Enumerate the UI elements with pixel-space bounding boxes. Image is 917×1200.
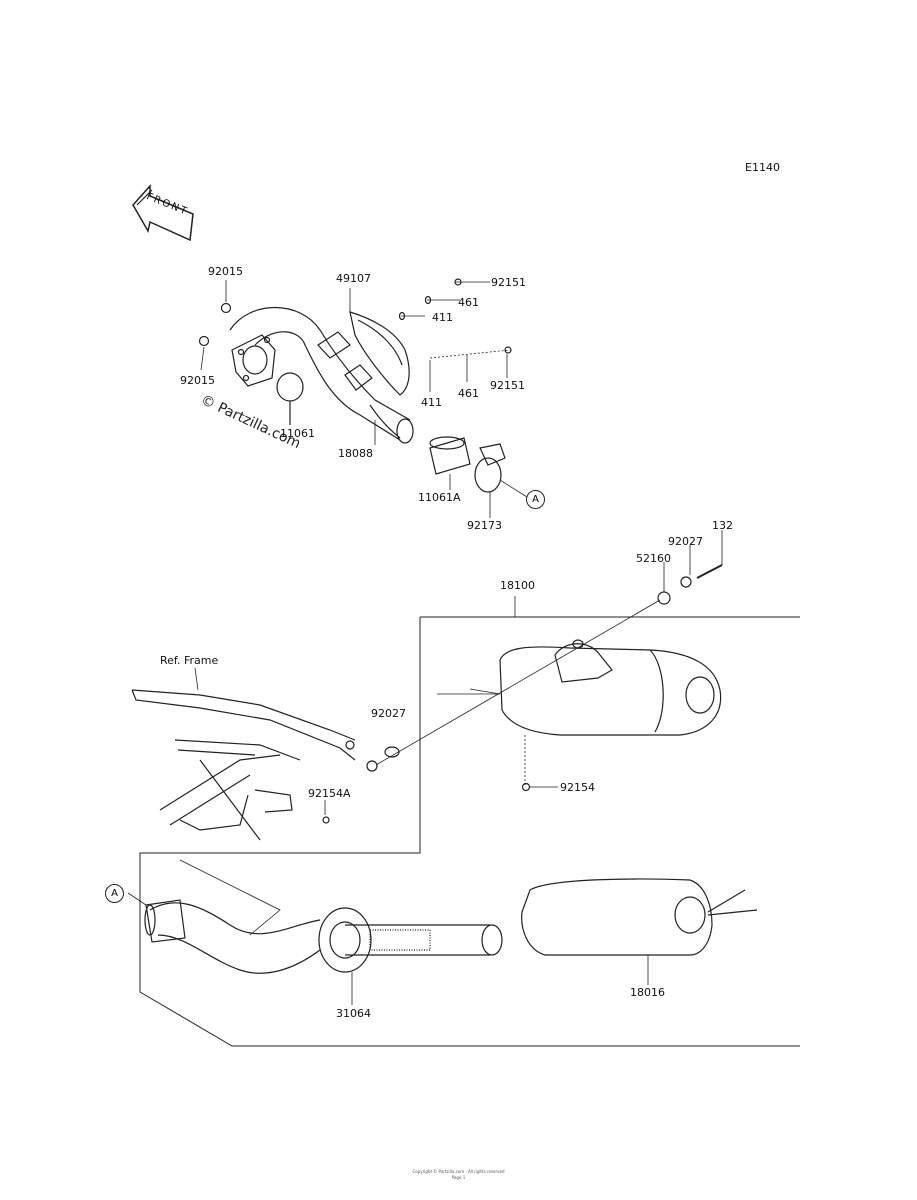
bolt-92154A[interactable] [322, 816, 330, 824]
ref-frame [131, 667, 378, 841]
footer-line-1: Copyright © Partzilla.com · All rights r… [412, 1169, 505, 1174]
callout-a-bottom: A [105, 884, 124, 903]
label-92027-top[interactable]: 92027 [668, 535, 703, 548]
front-arrow-icon [132, 184, 194, 242]
gasket-11061[interactable] [276, 372, 304, 402]
clamp-92173[interactable] [474, 443, 506, 493]
label-52160[interactable]: 52160 [636, 552, 671, 565]
heat-guard-49107[interactable] [349, 311, 410, 396]
muffler-18100[interactable] [437, 639, 722, 736]
exhaust-flange[interactable] [231, 334, 276, 387]
nut-92015-left[interactable] [198, 335, 210, 347]
label-18016[interactable]: 18016 [630, 986, 665, 999]
label-49107[interactable]: 49107 [336, 272, 371, 285]
callout-a-top: A [526, 490, 545, 509]
label-411-top[interactable]: 411 [432, 311, 453, 324]
label-92173[interactable]: 92173 [467, 519, 502, 532]
tail-pipe-31064[interactable] [144, 899, 503, 974]
footer-line-2: Page 1 [451, 1175, 466, 1180]
label-11061A[interactable]: 11061A [418, 491, 461, 504]
label-ref-frame: Ref. Frame [160, 654, 219, 667]
label-18088[interactable]: 18088 [338, 447, 373, 460]
label-132[interactable]: 132 [712, 519, 733, 532]
label-92151-bottom[interactable]: 92151 [490, 379, 525, 392]
label-31064[interactable]: 31064 [336, 1007, 371, 1020]
label-92015-top[interactable]: 92015 [208, 265, 243, 278]
label-92015-left[interactable]: 92015 [180, 374, 215, 387]
bolt-132[interactable] [680, 564, 723, 588]
connector-11061A[interactable] [429, 436, 471, 475]
label-11061[interactable]: 11061 [280, 427, 315, 440]
label-92027-lower[interactable]: 92027 [371, 707, 406, 720]
nut-92015-top[interactable] [220, 302, 232, 314]
diagram-code: E1140 [745, 161, 780, 174]
washer-92027-lower[interactable] [384, 746, 400, 758]
collar-52160[interactable] [657, 591, 671, 605]
silencer-cover-18016[interactable] [521, 878, 758, 956]
label-92154A[interactable]: 92154A [308, 787, 351, 800]
label-18100[interactable]: 18100 [500, 579, 535, 592]
label-92154[interactable]: 92154 [560, 781, 595, 794]
label-461-top[interactable]: 461 [458, 296, 479, 309]
label-461-bottom[interactable]: 461 [458, 387, 479, 400]
label-411-bottom[interactable]: 411 [421, 396, 442, 409]
header-pipe-18088[interactable] [229, 306, 414, 444]
bolt-92154[interactable] [521, 782, 531, 792]
label-92151-top[interactable]: 92151 [491, 276, 526, 289]
